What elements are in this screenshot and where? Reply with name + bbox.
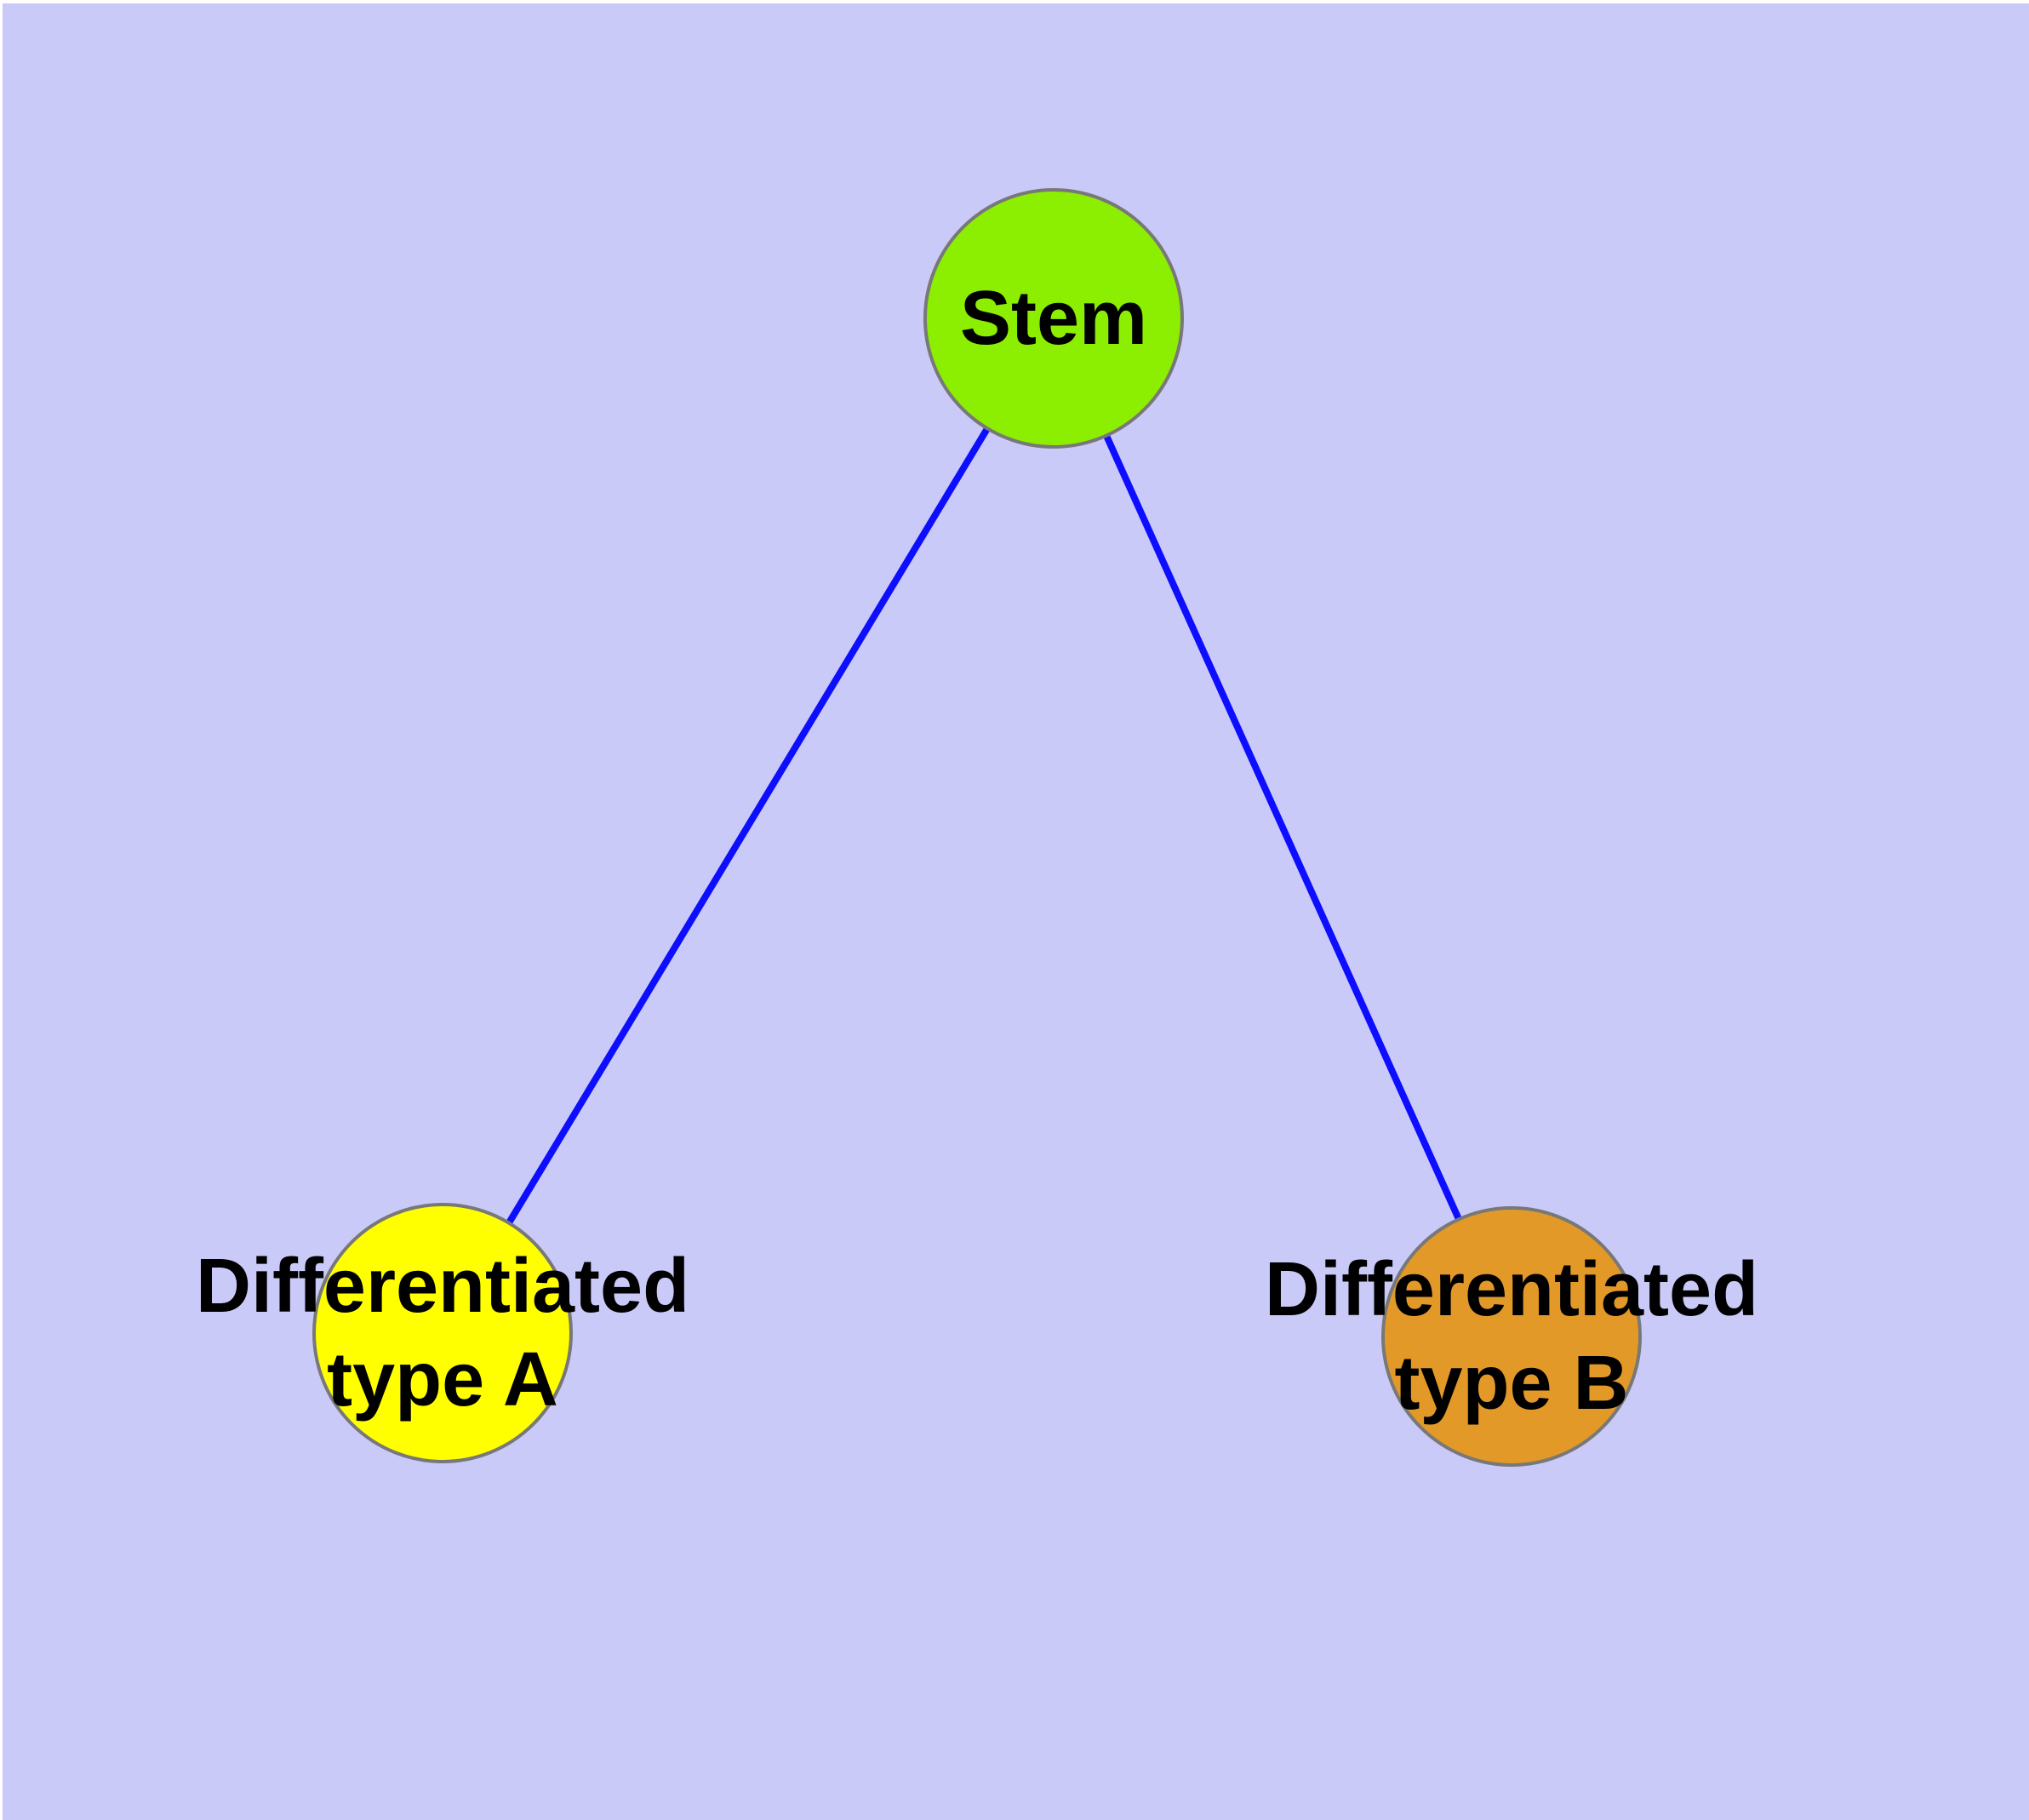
edge-layer <box>439 316 1515 1338</box>
node-type-a-label-line2: type A <box>327 1337 558 1422</box>
node-differentiated-type-b: Differentiated type B <box>1265 1206 1758 1467</box>
node-type-b-label-line2: type B <box>1394 1341 1629 1426</box>
node-type-b-label-line1: Differentiated <box>1264 1247 1759 1332</box>
node-differentiated-type-a: Differentiated type A <box>196 1203 689 1463</box>
node-stem-label: Stem <box>959 276 1148 361</box>
edge-stem-to-type-a <box>439 316 1057 1336</box>
edge-stem-to-type-b <box>1050 317 1515 1338</box>
diagram-canvas: Stem Differentiated type A Differentiate… <box>3 3 2029 1820</box>
node-stem: Stem <box>923 188 1184 449</box>
node-type-a-label-line1: Differentiated <box>195 1244 690 1329</box>
